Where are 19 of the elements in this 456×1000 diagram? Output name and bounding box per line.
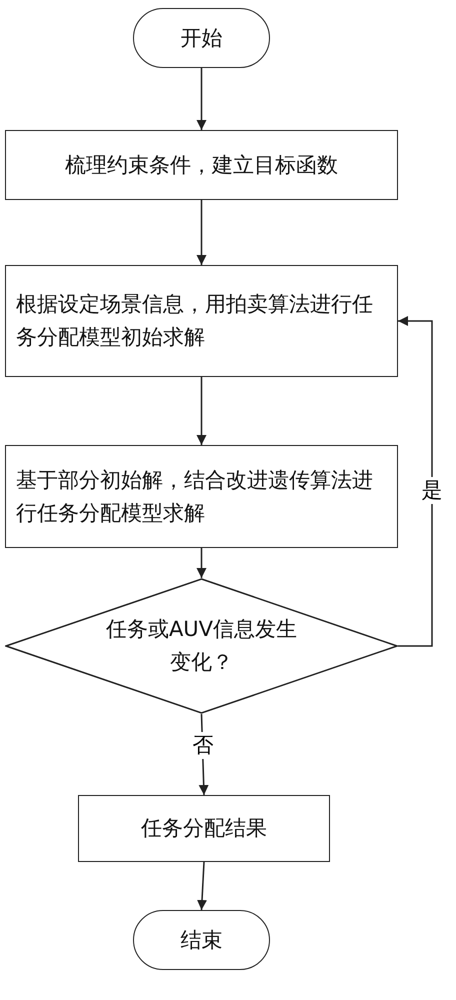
process-box <box>5 445 398 548</box>
node-text: 任务或AUV信息发生变化？ <box>104 616 298 676</box>
node-text: 任务分配结果 <box>141 815 267 842</box>
arrow <box>197 862 208 910</box>
arrow <box>196 377 206 445</box>
process-box <box>5 265 398 377</box>
node-text: 结束 <box>180 926 222 954</box>
arrow <box>196 68 206 130</box>
edge-label: 是 <box>422 476 442 504</box>
node-text: 基于部分初始解，结合改进遗传算法进行任务分配模型求解 <box>15 466 374 526</box>
process-box <box>5 130 398 200</box>
arrow <box>398 316 433 647</box>
node-text: 根据设定场景信息，用拍卖算法进行任务分配模型初始求解 <box>15 291 374 351</box>
edge-label: 否 <box>192 732 214 759</box>
node-text: 梳理约束条件，建立目标函数 <box>64 152 339 179</box>
arrow <box>196 200 206 265</box>
process-box <box>78 795 330 862</box>
arrow <box>196 548 206 578</box>
node-text: 开始 <box>180 24 222 52</box>
